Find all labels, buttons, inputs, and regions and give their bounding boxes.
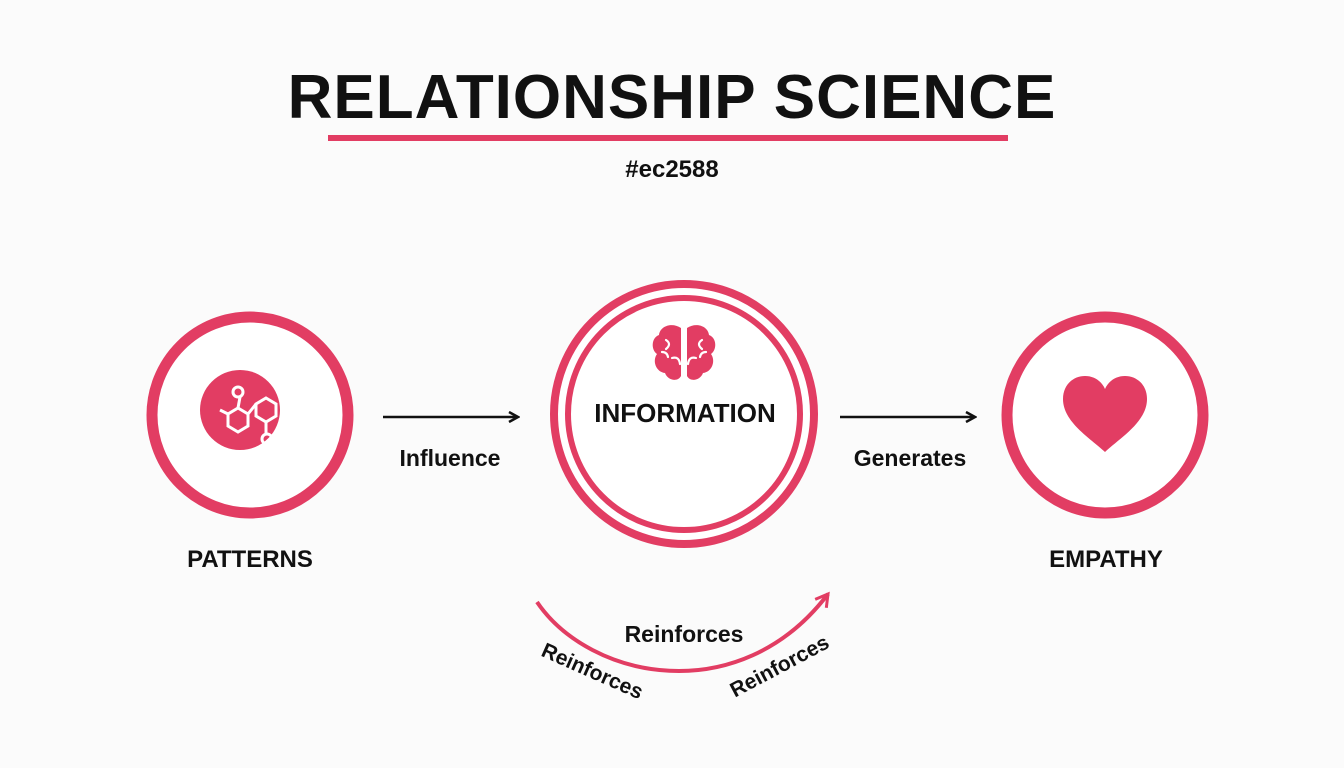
patterns-node [146,311,354,519]
molecule-icon [200,370,280,450]
heart-icon [1063,376,1147,452]
information-inner-ring [565,295,803,533]
reinforces-center-label: Reinforces [624,621,744,647]
generates-label: Generates [853,445,967,471]
title-underline [328,135,1008,141]
reinforces-arc [535,591,830,673]
information-outer-ring [550,280,818,548]
patterns-label: PATTERNS [187,546,313,573]
influence-label: Influence [399,445,501,471]
information-node [550,280,818,548]
page-title: RELATIONSHIP SCIENCE [287,63,1057,132]
empathy-label: EMPATHY [1049,546,1163,573]
brain-icon [652,325,716,380]
information-label: INFORMATION [594,398,776,428]
page-subtitle: #ec2588 [625,156,719,183]
empathy-node [1001,311,1209,519]
